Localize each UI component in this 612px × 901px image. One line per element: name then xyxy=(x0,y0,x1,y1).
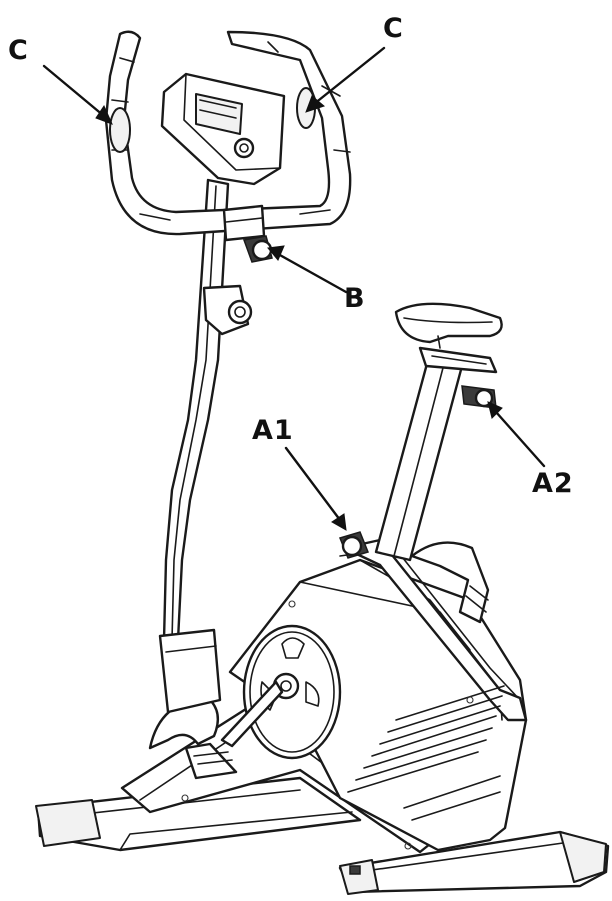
arrow-c-left xyxy=(42,64,106,118)
callout-a1: A1 xyxy=(252,415,294,446)
shroud-ribs xyxy=(347,685,505,821)
callout-c-right: C xyxy=(383,13,404,44)
arrowhead-c-left xyxy=(95,104,113,125)
seat-height-knob xyxy=(338,531,370,559)
seat-post xyxy=(374,346,498,562)
arrow-b xyxy=(276,252,348,294)
handlebar xyxy=(104,30,352,236)
console xyxy=(160,72,286,186)
arrowhead-b xyxy=(267,245,285,261)
arrowhead-c-right xyxy=(305,95,326,113)
arrow-c-right xyxy=(312,46,386,106)
callout-a2: A2 xyxy=(532,468,574,499)
arrow-a1 xyxy=(284,446,342,522)
arrow-a2 xyxy=(494,410,546,468)
rear-stabilizer xyxy=(338,830,610,895)
handlebar-clamp xyxy=(202,204,273,336)
crank-arm-and-pedal xyxy=(148,672,300,780)
rear-pedal xyxy=(410,541,490,624)
arrowhead-a2 xyxy=(487,401,503,419)
callout-arrows xyxy=(42,46,546,531)
callout-b: B xyxy=(344,283,366,314)
arrowhead-a1 xyxy=(331,513,347,531)
front-upright xyxy=(158,178,230,714)
saddle xyxy=(394,302,503,349)
callout-c-left: C xyxy=(8,35,29,66)
